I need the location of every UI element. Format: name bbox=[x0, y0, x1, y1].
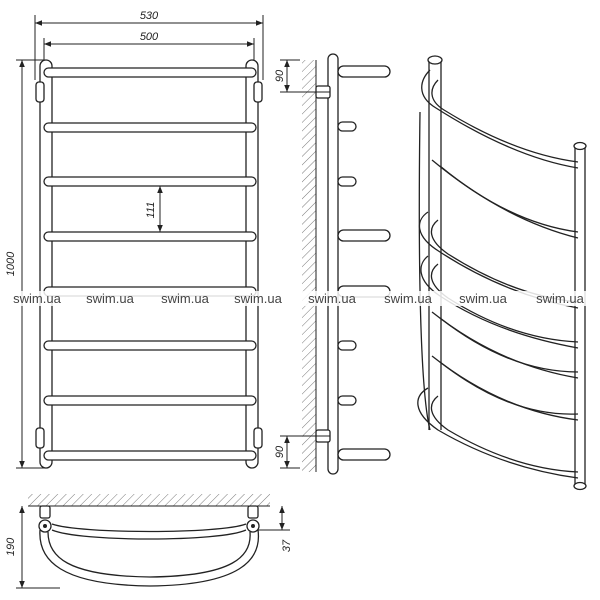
watermark-text: swim.ua bbox=[234, 291, 282, 306]
dimension-bracket-depth: 37 bbox=[258, 506, 293, 552]
side-rungs bbox=[337, 65, 391, 461]
side-rail bbox=[327, 53, 339, 475]
dimension-label-530: 530 bbox=[140, 10, 159, 22]
dimension-inner-width: 500 bbox=[43, 31, 255, 60]
watermark-text: swim.ua bbox=[308, 291, 356, 306]
dimension-top-offset: 90 bbox=[274, 59, 330, 93]
dimension-label-90-bottom: 90 bbox=[274, 445, 286, 458]
perspective-rungs bbox=[417, 69, 579, 479]
top-view: 190 37 bbox=[5, 494, 293, 589]
side-view: 90 90 bbox=[274, 53, 391, 475]
perspective-view bbox=[417, 55, 587, 491]
front-rungs bbox=[43, 67, 257, 461]
front-view: 530 500 1000 bbox=[5, 10, 264, 469]
watermark-text: swim.ua bbox=[13, 291, 61, 306]
watermark-row: swim.ua swim.ua swim.ua swim.ua swim.ua … bbox=[0, 291, 600, 306]
top-wall-hatch bbox=[28, 494, 270, 506]
watermark-text: swim.ua bbox=[86, 291, 134, 306]
dimension-depth: 190 bbox=[5, 506, 60, 589]
watermark-text: swim.ua bbox=[459, 291, 507, 306]
right-rail bbox=[245, 59, 259, 469]
dimension-overall-width: 530 bbox=[34, 10, 264, 80]
watermark-text: swim.ua bbox=[384, 291, 432, 306]
left-rail bbox=[39, 59, 53, 469]
watermark-text: swim.ua bbox=[536, 291, 584, 306]
dimension-bottom-offset: 90 bbox=[274, 435, 330, 469]
watermark-text: swim.ua bbox=[161, 291, 209, 306]
dimension-label-500: 500 bbox=[140, 31, 159, 43]
dimension-label-190: 190 bbox=[5, 537, 17, 556]
dimension-height: 1000 bbox=[5, 59, 44, 469]
dimension-bar-spacing: 111 bbox=[145, 186, 163, 232]
dimension-label-37: 37 bbox=[281, 539, 293, 552]
dimension-label-1000: 1000 bbox=[5, 251, 17, 276]
dimension-label-111: 111 bbox=[145, 202, 157, 219]
wall-mounts bbox=[35, 81, 263, 449]
dimension-label-90-top: 90 bbox=[274, 69, 286, 82]
wall-hatch bbox=[302, 60, 316, 472]
